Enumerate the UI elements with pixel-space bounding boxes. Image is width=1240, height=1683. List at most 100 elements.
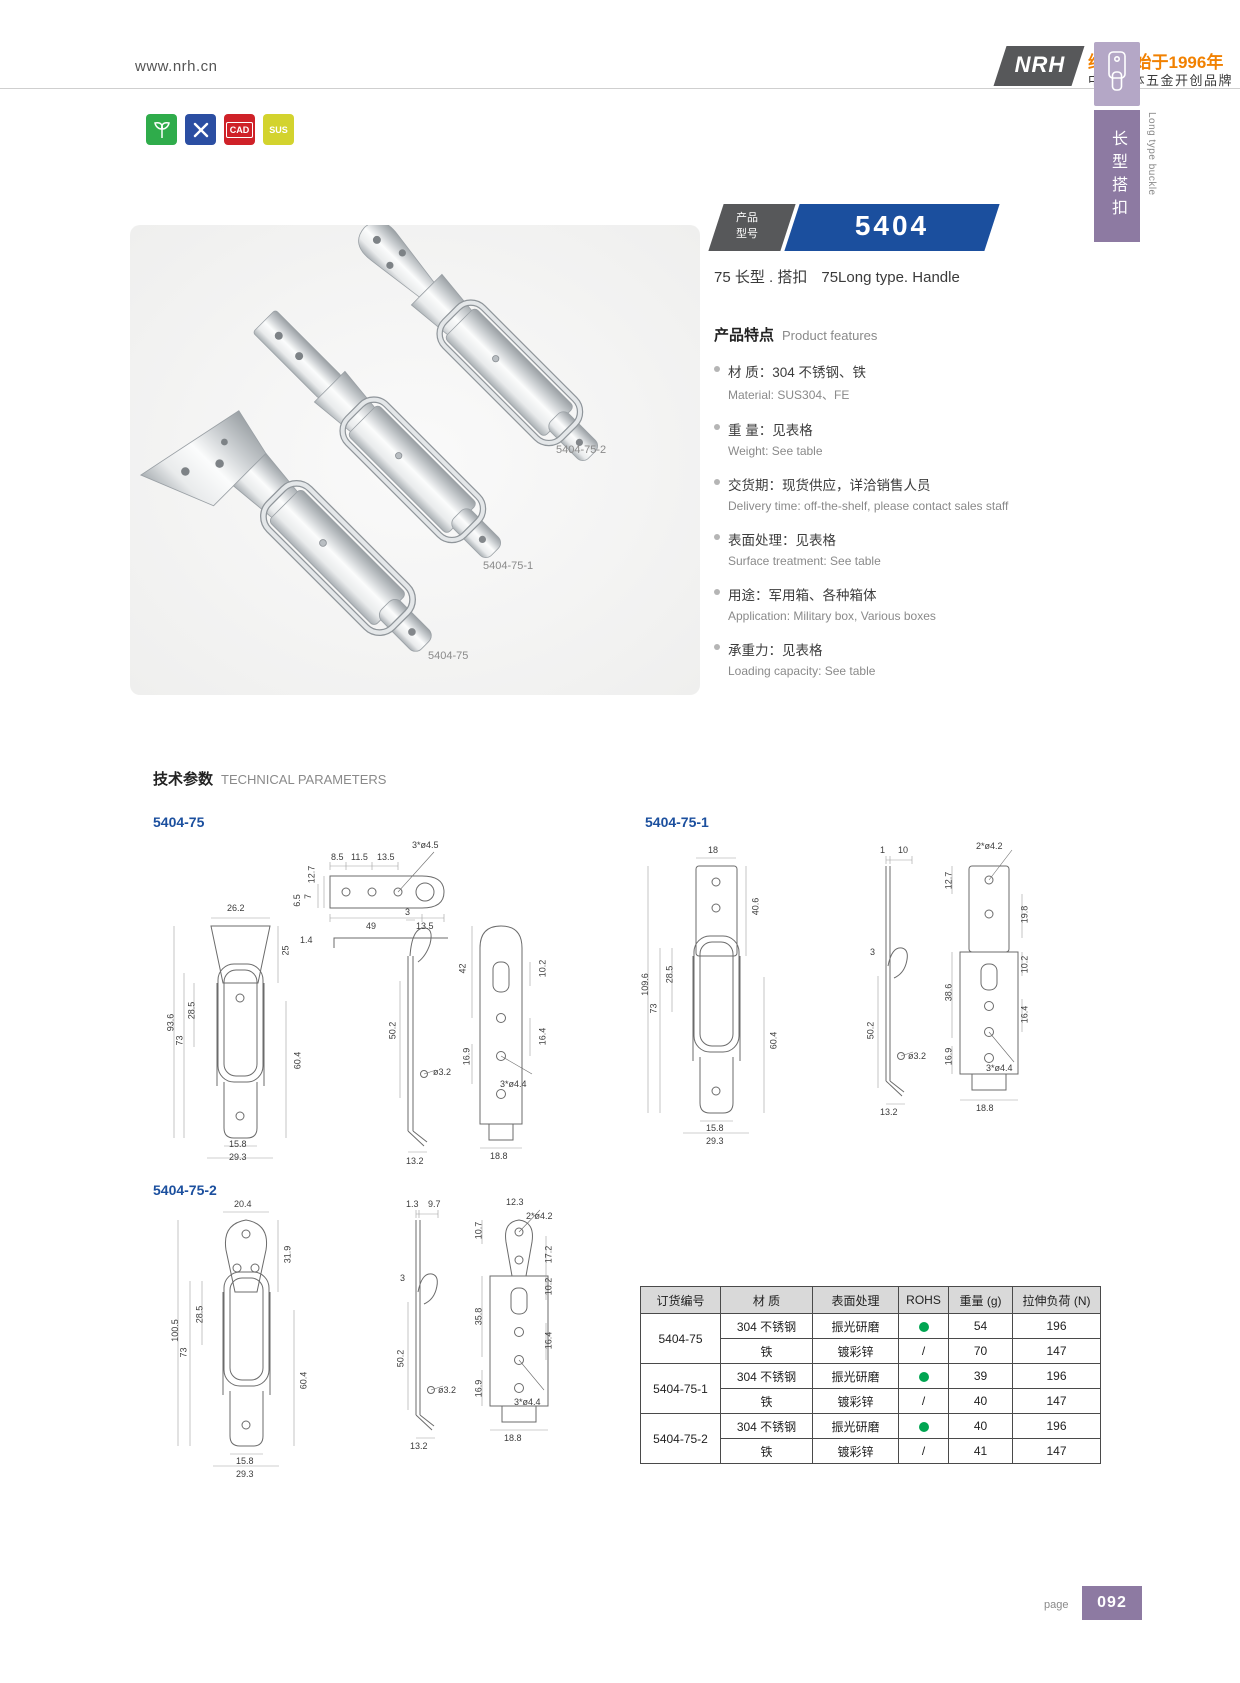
header-divider xyxy=(0,88,1240,89)
table-row: 5404-75-1 304 不锈钢 振光研磨 39 196 xyxy=(640,1363,1101,1414)
dim-label: 9.7 xyxy=(428,1199,441,1209)
dim-label: 20.4 xyxy=(234,1199,252,1209)
dim-label: 38.6 xyxy=(943,983,954,1002)
cell-load: 147 xyxy=(1012,1438,1101,1464)
dim-label: 3*ø4.4 xyxy=(500,1079,527,1089)
table-row: 铁 镀彩锌 / 41 147 xyxy=(641,1438,1101,1464)
dim-label: 50.2 xyxy=(865,1021,876,1040)
cell-rohs xyxy=(898,1363,949,1389)
bullet-icon xyxy=(714,589,720,595)
dim-label: 18 xyxy=(708,845,719,855)
dim-label: 12.7 xyxy=(943,871,954,890)
cell-material: 铁 xyxy=(720,1338,813,1364)
side-latch-icon-box xyxy=(1094,42,1140,106)
dim-label: ø3.2 xyxy=(438,1385,457,1395)
dim-label: 35.8 xyxy=(473,1307,484,1326)
bullet-icon xyxy=(714,644,720,650)
photo-label: 5404-75-1 xyxy=(483,560,534,572)
cell-material: 304 不锈钢 xyxy=(720,1313,813,1339)
col-header-rohs: ROHS xyxy=(898,1286,949,1314)
cell-model: 5404-75 xyxy=(640,1313,721,1364)
dim-label: 28.5 xyxy=(664,965,675,984)
col-header-material: 材 质 xyxy=(720,1286,813,1314)
col-header-order-no: 订货编号 xyxy=(640,1286,721,1314)
dim-label: 15.8 xyxy=(229,1139,247,1149)
cad-icon: CAD xyxy=(224,114,255,145)
dim-label: 13.2 xyxy=(880,1107,898,1117)
dim-label: 29.3 xyxy=(706,1136,724,1146)
dim-label: 109.6 xyxy=(639,973,650,996)
dim-label: 13.2 xyxy=(406,1156,424,1166)
drawing-lines xyxy=(647,849,1023,1134)
dim-label: 1 xyxy=(880,845,886,855)
cell-weight: 54 xyxy=(948,1313,1013,1339)
dim-label: ø3.2 xyxy=(433,1067,452,1077)
feature-item: 表面处理：见表格 Surface treatment: See table xyxy=(714,529,1184,568)
model-banner-label: 产品 型号 xyxy=(736,212,758,240)
dim-label: 28.5 xyxy=(186,1001,197,1020)
cell-surface: 镀彩锌 xyxy=(812,1438,899,1464)
cell-rohs: / xyxy=(898,1438,949,1464)
cell-surface: 振光研磨 xyxy=(812,1413,899,1439)
feature-item: 交货期：现货供应，详洽销售人员 Delivery time: off-the-s… xyxy=(714,474,1184,513)
feature-item: 重 量：见表格 Weight: See table xyxy=(714,419,1184,458)
cell-material: 304 不锈钢 xyxy=(720,1413,813,1439)
dim-label: 3*ø4.4 xyxy=(514,1397,541,1407)
dim-label: 15.8 xyxy=(706,1123,724,1133)
cell-material: 铁 xyxy=(720,1438,813,1464)
cell-weight: 40 xyxy=(948,1388,1013,1414)
dim-label: 13.5 xyxy=(377,852,395,862)
cell-model: 5404-75-2 xyxy=(640,1413,721,1464)
latch-photo-illustration xyxy=(130,221,700,695)
dim-label: 3*ø4.4 xyxy=(986,1063,1013,1073)
dim-label: 10.7 xyxy=(473,1221,484,1240)
dim-label: 40.6 xyxy=(750,897,761,916)
dim-label: 29.3 xyxy=(236,1469,254,1479)
product-photo: 5404-75-2 5404-75-1 5404-75 xyxy=(130,221,700,695)
cell-load: 147 xyxy=(1012,1388,1101,1414)
cell-load: 196 xyxy=(1012,1363,1101,1389)
side-tab-label-en: Long type buckle xyxy=(1146,112,1157,196)
bullet-icon xyxy=(714,424,720,430)
dim-label: 17.2 xyxy=(543,1245,554,1264)
website-link[interactable]: www.nrh.cn xyxy=(135,58,218,75)
feature-item: 用途：军用箱、各种箱体 Application: Military box, V… xyxy=(714,584,1184,623)
dim-label: 19.8 xyxy=(1019,905,1030,924)
side-tab-label-cn: 长型搭扣 xyxy=(1109,130,1126,222)
cell-weight: 40 xyxy=(948,1413,1013,1439)
dim-label: 1.3 xyxy=(406,1199,419,1209)
dim-label: 60.4 xyxy=(298,1371,309,1390)
dim-label: 16.4 xyxy=(543,1331,554,1350)
feature-item: 承重力：见表格 Loading capacity: See table xyxy=(714,639,1184,678)
dim-label: 18.8 xyxy=(504,1433,522,1443)
drawing-title-5404-75-1: 5404-75-1 xyxy=(645,814,709,830)
table-row: 5404-75 304 不锈钢 振光研磨 54 196 xyxy=(640,1313,1101,1364)
dim-label: 3 xyxy=(405,907,411,917)
model-number: 5404 xyxy=(854,210,930,241)
dim-label: 16.9 xyxy=(943,1047,954,1066)
model-banner: 产品 型号 5404 xyxy=(708,204,1010,251)
cell-rohs xyxy=(898,1413,949,1439)
drawing-title-5404-75: 5404-75 xyxy=(153,814,205,830)
dim-label: 16.4 xyxy=(537,1027,548,1046)
table-row: 铁 镀彩锌 / 70 147 xyxy=(641,1338,1101,1364)
eco-icon xyxy=(146,114,177,145)
dim-label: 3 xyxy=(400,1273,406,1283)
dim-label: 10.2 xyxy=(537,959,548,978)
dim-label: 16.9 xyxy=(461,1047,472,1066)
dim-label: 50.2 xyxy=(395,1349,406,1368)
side-tab-category: 长型搭扣 xyxy=(1094,110,1140,242)
tools-icon xyxy=(185,114,216,145)
dim-label: 60.4 xyxy=(292,1051,303,1070)
spec-table: 订货编号 材 质 表面处理 ROHS 重量 (g) 拉伸负荷 (N) 5404-… xyxy=(640,1286,1101,1464)
col-header-load: 拉伸负荷 (N) xyxy=(1012,1286,1101,1314)
sus-icon: SUS xyxy=(263,114,294,145)
cell-weight: 39 xyxy=(948,1363,1013,1389)
cell-rohs xyxy=(898,1313,949,1339)
dim-label: 31.9 xyxy=(282,1245,293,1264)
cell-surface: 振光研磨 xyxy=(812,1313,899,1339)
drawing-lines xyxy=(177,1209,549,1467)
technical-drawing-5404-75-1: 18 40.6 109.6 73 28.5 60.4 15.8 29.3 1 1… xyxy=(618,840,1033,1172)
